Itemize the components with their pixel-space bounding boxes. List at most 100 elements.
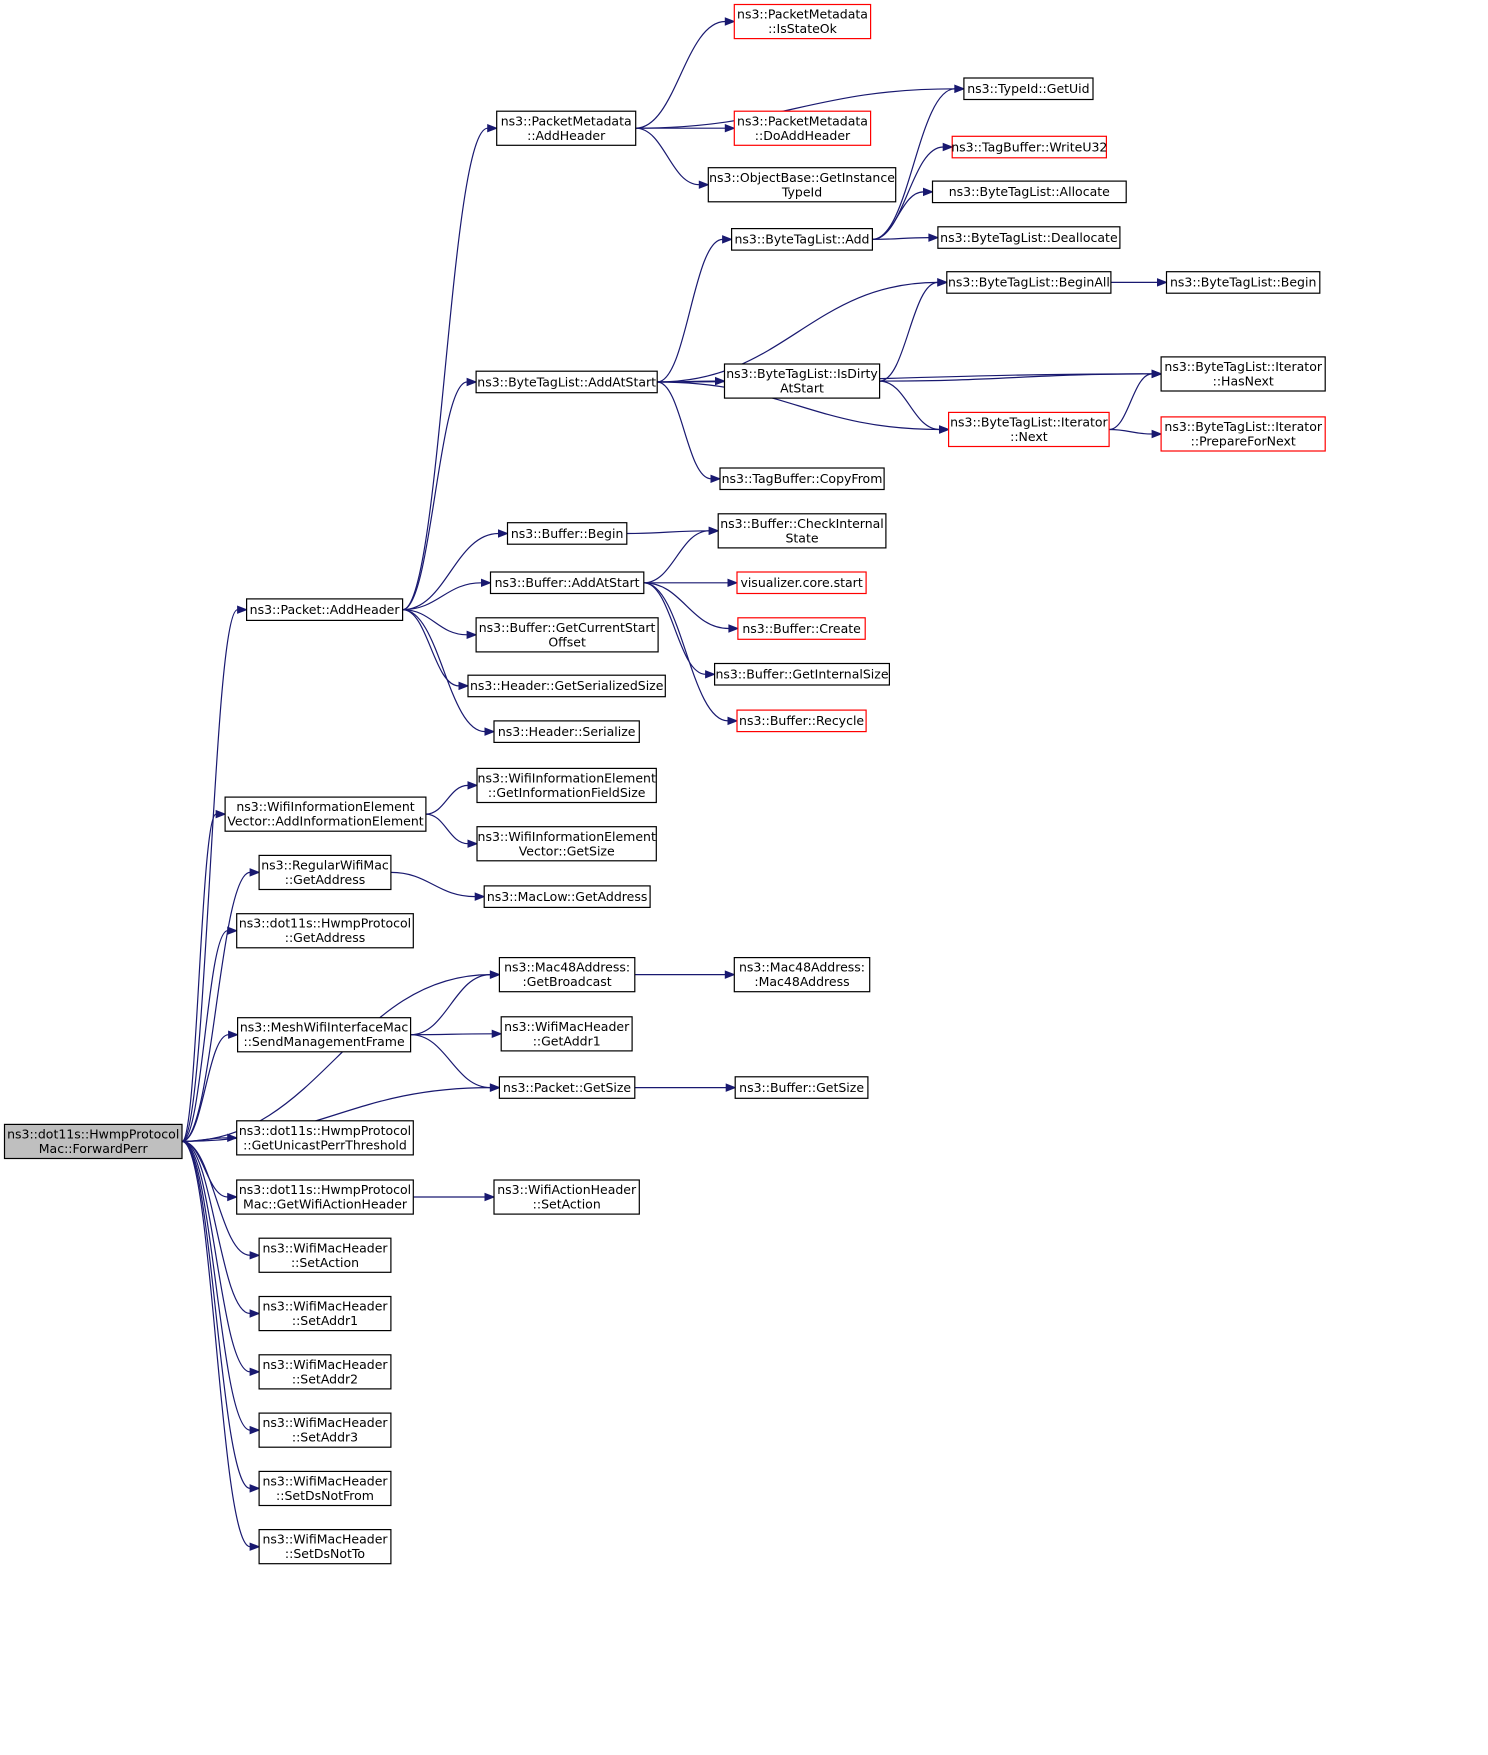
node-btl-deallocate[interactable]: ns3::ByteTagList::Deallocate — [937, 226, 1121, 249]
node-wah-setaction[interactable]: ns3::WifiActionHeader::SetAction — [493, 1179, 640, 1215]
node-wmh-setdsnotto[interactable]: ns3::WifiMacHeader::SetDsNotTo — [258, 1528, 392, 1565]
node-hwmp-get-action-header[interactable]: ns3::dot11s::HwmpProtocolMac::GetWifiAct… — [236, 1179, 414, 1215]
node-box — [498, 956, 636, 993]
node-packet-add-header[interactable]: ns3::Packet::AddHeader — [246, 598, 404, 622]
node-maclow-getaddress[interactable]: ns3::MacLow::GetAddress — [483, 885, 651, 909]
node-wmh-setaddr2[interactable]: ns3::WifiMacHeader::SetAddr2 — [258, 1354, 392, 1390]
edge-line — [643, 582, 706, 675]
node-box — [476, 826, 657, 862]
arrowhead-icon — [466, 630, 478, 640]
edge-line — [872, 88, 955, 240]
node-buffer-begin[interactable]: ns3::Buffer::Begin — [506, 522, 628, 545]
node-buffer-create[interactable]: ns3::Buffer::Create — [737, 617, 866, 640]
node-label: TypeId — [781, 184, 822, 199]
node-label: ns3::ObjectBase::GetInstance — [709, 170, 895, 185]
node-wie-add-info[interactable]: ns3::WifiInformationElementVector::AddIn… — [224, 796, 427, 832]
node-box — [723, 363, 881, 399]
node-wmh-getaddr1[interactable]: ns3::WifiMacHeader::GetAddr1 — [500, 1016, 633, 1052]
node-forward-perr[interactable]: ns3::dot11s::HwmpProtocolMac::ForwardPer… — [3, 1123, 183, 1160]
edge-line — [643, 582, 729, 630]
edge-btl-add-to-btl-allocate — [872, 187, 934, 240]
node-header-serialize[interactable]: ns3::Header::Serialize — [493, 720, 640, 744]
edge-packet-add-header-to-buffer-addatstart — [402, 578, 492, 611]
edge-line — [635, 20, 726, 129]
node-buffer-getinternalsize[interactable]: ns3::Buffer::GetInternalSize — [713, 662, 890, 686]
node-pm-isstateok[interactable]: ns3::PacketMetadata::IsStateOk — [733, 3, 872, 40]
node-label: ::GetAddress — [285, 872, 365, 887]
edge-line — [402, 609, 486, 733]
node-box — [475, 617, 659, 653]
edge-line — [657, 238, 723, 383]
node-header-getserializedsize[interactable]: ns3::Header::GetSerializedSize — [467, 674, 666, 698]
node-typeid-getuid[interactable]: ns3::TypeId::GetUid — [963, 77, 1094, 101]
node-hwmp-unicast-perr[interactable]: ns3::dot11s::HwmpProtocol::GetUnicastPer… — [236, 1120, 414, 1156]
arrowhead-icon — [498, 529, 509, 538]
edge-line — [872, 237, 929, 240]
node-wmh-setdsnotfrom[interactable]: ns3::WifiMacHeader::SetDsNotFrom — [258, 1470, 392, 1507]
node-label: ::PrepareForNext — [1191, 434, 1296, 449]
edge-line — [181, 1140, 251, 1548]
node-buffer-getsize[interactable]: ns3::Buffer::GetSize — [734, 1076, 869, 1099]
node-buffer-addatstart[interactable]: ns3::Buffer::AddAtStart — [489, 571, 645, 595]
edge-forward-perr-to-mac48-getbroadcast — [181, 970, 501, 1142]
node-box — [467, 674, 666, 698]
node-wiev-getsize[interactable]: ns3::WifiInformationElementVector::GetSi… — [476, 826, 657, 862]
node-wmh-setaddr1[interactable]: ns3::WifiMacHeader::SetAddr1 — [258, 1295, 392, 1332]
node-box — [258, 854, 392, 891]
arrowhead-icon — [228, 1030, 239, 1039]
arrowhead-icon — [491, 1029, 503, 1039]
node-label: ns3::ByteTagList::Deallocate — [940, 230, 1118, 245]
edge-line — [181, 1034, 229, 1142]
node-btl-beginall[interactable]: ns3::ByteTagList::BeginAll — [946, 271, 1112, 294]
node-hwmp-getaddress[interactable]: ns3::dot11s::HwmpProtocol::GetAddress — [236, 913, 414, 949]
node-pm-addheader[interactable]: ns3::PacketMetadata::AddHeader — [496, 110, 637, 146]
node-pm-doaddheader[interactable]: ns3::PacketMetadata::DoAddHeader — [733, 110, 872, 146]
node-box — [733, 956, 871, 993]
node-label: ::GetUnicastPerrThreshold — [243, 1137, 407, 1152]
node-btli-hasnext[interactable]: ns3::ByteTagList::Iterator::HasNext — [1160, 356, 1326, 392]
arrowhead-icon — [939, 425, 950, 434]
node-btli-next[interactable]: ns3::ByteTagList::Iterator::Next — [947, 411, 1110, 448]
node-btl-begin[interactable]: ns3::ByteTagList::Begin — [1165, 271, 1321, 294]
node-wie-getinfofieldsize[interactable]: ns3::WifiInformationElement::GetInformat… — [476, 767, 657, 804]
node-btli-preparefornext[interactable]: ns3::ByteTagList::Iterator::PrepareForNe… — [1160, 416, 1326, 452]
arrowhead-icon — [484, 1192, 496, 1202]
arrowhead-icon — [937, 278, 949, 287]
node-tb-writeu32[interactable]: ns3::TagBuffer::WriteU32 — [951, 135, 1107, 159]
node-mac48-getbroadcast[interactable]: ns3::Mac48Address::GetBroadcast — [498, 956, 636, 993]
arrowhead-icon — [249, 1425, 261, 1435]
edge-regwifimac-getaddress-to-maclow-getaddress — [390, 871, 486, 901]
node-wmh-setaction[interactable]: ns3::WifiMacHeader::SetAction — [258, 1237, 392, 1273]
edge-btl-isdirtyatstart-to-btl-beginall — [879, 278, 949, 382]
node-tb-copyfrom[interactable]: ns3::TagBuffer::CopyFrom — [719, 467, 885, 491]
node-label: ::SetDsNotTo — [285, 1546, 365, 1561]
node-label: ::GetAddress — [285, 930, 365, 945]
edge-line — [181, 1140, 251, 1315]
edge-line — [879, 380, 940, 431]
node-packet-getsize[interactable]: ns3::Packet::GetSize — [498, 1076, 636, 1099]
node-btl-addatstart[interactable]: ns3::ByteTagList::AddAtStart — [475, 370, 658, 394]
node-box — [237, 1017, 412, 1053]
arrowhead-icon — [237, 605, 248, 614]
edge-line — [181, 1140, 251, 1431]
node-label: ns3::Buffer::CheckInternal — [720, 516, 884, 531]
edge-forward-perr-to-hwmp-unicast-perr — [181, 1133, 239, 1143]
node-label: ns3::WifiMacHeader — [262, 1415, 388, 1430]
node-regwifimac-getaddress[interactable]: ns3::RegularWifiMac::GetAddress — [258, 854, 392, 891]
node-buffer-recycle[interactable]: ns3::Buffer::Recycle — [736, 709, 867, 733]
edge-line — [657, 281, 938, 383]
edge-packet-add-header-to-header-serialize — [402, 609, 496, 736]
node-box — [483, 885, 651, 909]
node-box — [734, 1076, 869, 1099]
node-wmh-setaddr3[interactable]: ns3::WifiMacHeader::SetAddr3 — [258, 1412, 392, 1448]
node-viz-core-start[interactable]: visualizer.core.start — [736, 571, 867, 595]
node-mesh-send-mgmt[interactable]: ns3::MeshWifiInterfaceMac::SendManagemen… — [237, 1017, 412, 1053]
node-mac48-mac48address[interactable]: ns3::Mac48Address::Mac48Address — [733, 956, 871, 993]
edge-forward-perr-to-packet-add-header — [181, 605, 248, 1142]
node-btl-add[interactable]: ns3::ByteTagList::Add — [730, 228, 873, 251]
node-btl-allocate[interactable]: ns3::ByteTagList::Allocate — [931, 180, 1127, 204]
